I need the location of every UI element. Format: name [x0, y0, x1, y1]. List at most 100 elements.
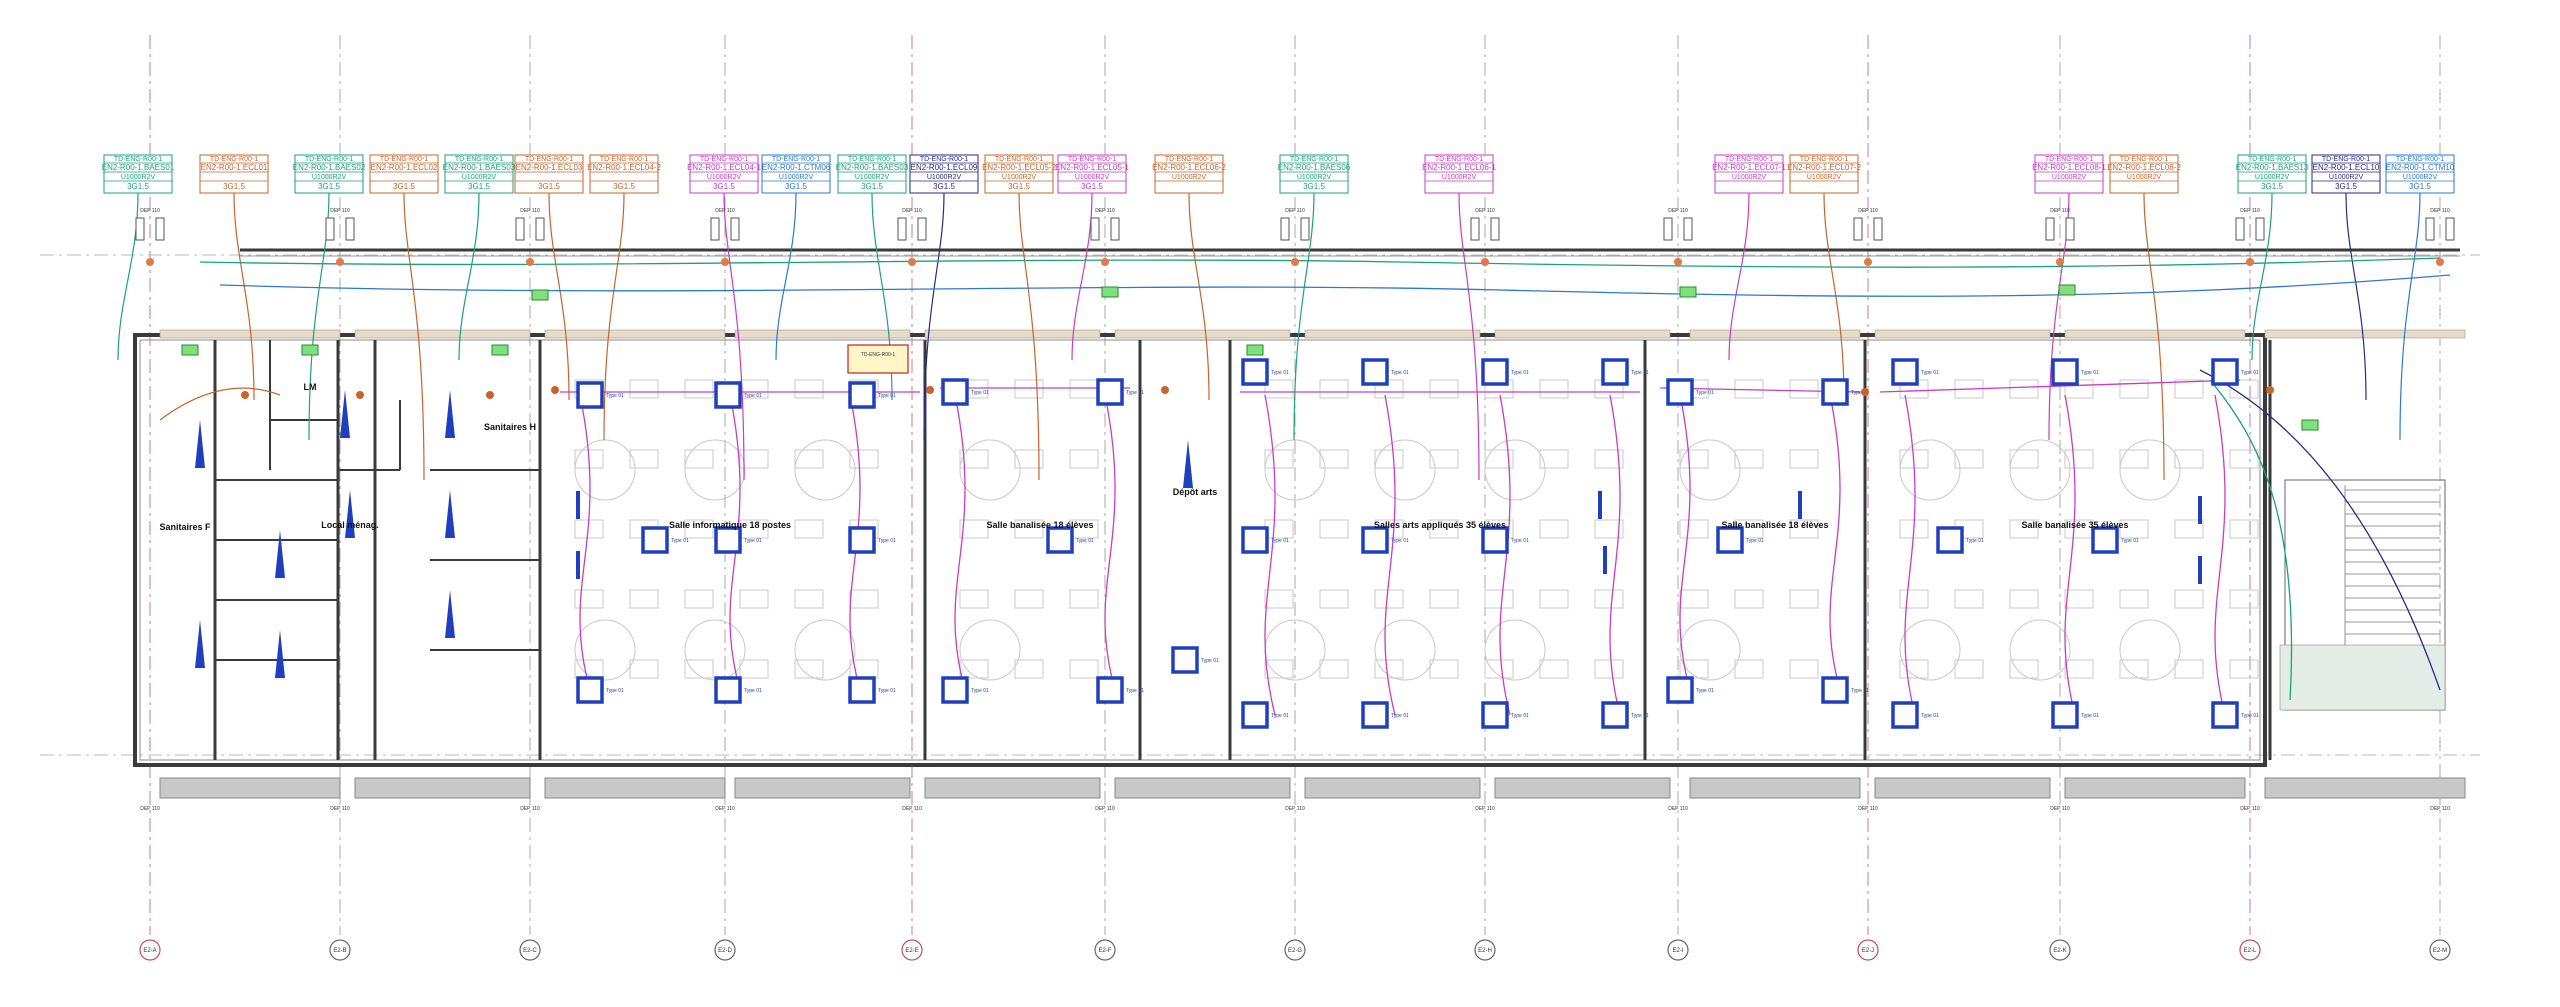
circuit-tag-title: TD-ENG-R00-1: [1435, 156, 1483, 163]
light-fixture: Type 01: [2211, 701, 2259, 729]
cable-leader: [403, 192, 425, 481]
junction-box: [2266, 386, 2274, 394]
light-fixture-body: [1361, 526, 1389, 554]
round-table: [2009, 619, 2071, 681]
circuit-tag-code: EN2-R00-1.ECL02: [371, 163, 438, 172]
light-fixture-body: [1716, 526, 1744, 554]
desk: [1264, 379, 1294, 399]
cable-leader: [233, 192, 255, 401]
emergency-light: [1101, 286, 1119, 298]
light-fixture-body: [1046, 526, 1074, 554]
depth-label: DEP 110: [520, 208, 540, 214]
circuit-tag-code: EN2-R00-1.ECL07-1: [1712, 163, 1786, 172]
circuit-tag-section: 3G1.5: [223, 182, 245, 191]
light-fixture: Type 01: [848, 381, 896, 409]
cable-leader: [458, 192, 480, 361]
round-table: [959, 439, 1021, 501]
cable-run: [2199, 369, 2441, 691]
emergency-light: [181, 344, 199, 356]
grid-label: E2-J: [1862, 948, 1874, 954]
desk: [1319, 449, 1349, 469]
column-marker: [2255, 217, 2265, 241]
grid-bubble: [139, 939, 161, 961]
light-fixture-body: [1666, 676, 1694, 704]
light-fixture: Type 01: [1936, 526, 1984, 554]
circuit-tag-code: EN2-R00-1.ECL09: [911, 163, 978, 172]
junction-marker: [1864, 258, 1872, 266]
column-marker: [917, 217, 927, 241]
column-marker: [1090, 217, 1100, 241]
downlight-beam: [195, 620, 205, 668]
desk: [629, 589, 659, 609]
light-fixture: Type 01: [1361, 526, 1409, 554]
desk: [1319, 659, 1349, 679]
fixture-type-label: Type 01: [1391, 713, 1409, 719]
column-marker: [2065, 217, 2075, 241]
desk: [2064, 449, 2094, 469]
grid-label: E2-I: [1672, 948, 1683, 954]
fixture-type-label: Type 01: [744, 393, 762, 399]
circuit-tag-box: [514, 154, 584, 194]
downlight-beam: [345, 490, 355, 538]
cable-run: [219, 274, 2451, 297]
light-fixture-body: [1666, 378, 1694, 406]
desk: [2119, 379, 2149, 399]
light-fixture: Type 01: [1601, 701, 1649, 729]
circuit-tag-title: TD-ENG-R00-1: [995, 156, 1043, 163]
circuit-tag-section: 3G1.5: [393, 182, 415, 191]
desk: [1734, 589, 1764, 609]
desk: [2009, 379, 2039, 399]
desk: [1264, 449, 1294, 469]
circuit-tag-code: EN2-R00-1.BAES03: [443, 163, 516, 172]
circuit-tag-title: TD-ENG-R00-1: [1725, 156, 1773, 163]
circuit-tag-sub: U1000R2V: [1172, 174, 1207, 181]
circuit-tag-box: [909, 154, 979, 194]
light-fixture: Type 01: [1601, 358, 1649, 386]
column-marker: [515, 217, 525, 241]
circuit-tag-code: EN2-R00-1.ECL06-2: [1152, 163, 1226, 172]
junction-box: [1161, 386, 1169, 394]
wall-light: [1798, 491, 1802, 519]
desk: [1789, 449, 1819, 469]
desk: [1429, 659, 1459, 679]
desk: [1319, 379, 1349, 399]
column-marker: [2425, 217, 2435, 241]
light-fixture-body: [1241, 526, 1269, 554]
grid-bubble: [1474, 939, 1496, 961]
desk: [1594, 519, 1624, 539]
window-pane: [1114, 777, 1291, 799]
desk: [1429, 519, 1459, 539]
round-table: [2119, 439, 2181, 501]
fixture-type-label: Type 01: [1851, 688, 1869, 694]
downlight-beam: [445, 490, 455, 538]
light-fixture: Type 01: [1096, 676, 1144, 704]
downlight-beam: [445, 390, 455, 438]
window-pane: [1494, 777, 1671, 799]
circuit-tag-box: [103, 154, 173, 194]
circuit-tag: TD-ENG-R00-1EN2-R00-1.BAES13U1000R2V3G1.…: [2236, 154, 2309, 194]
fixture-type-label: Type 01: [1511, 538, 1529, 544]
room-label: LM: [304, 382, 317, 392]
desk: [2119, 519, 2149, 539]
grid-bubble: [1284, 939, 1306, 961]
circuit-tag-code: EN2-R00-1.ECL04-2: [587, 163, 661, 172]
desk: [959, 589, 989, 609]
circuit-tag-box: [2311, 154, 2381, 194]
cable-leader: [723, 192, 745, 481]
circuit-tag-sub: U1000R2V: [2403, 174, 2438, 181]
light-fixture: Type 01: [576, 676, 624, 704]
desk: [1954, 589, 1984, 609]
window-pane: [2064, 777, 2246, 799]
circuit-tag-sub: U1000R2V: [1075, 174, 1110, 181]
light-fixture: Type 01: [1821, 676, 1869, 704]
circuit-tag-box: [1279, 154, 1349, 194]
column-marker: [730, 217, 740, 241]
circuit-tag-title: TD-ENG-R00-1: [210, 156, 258, 163]
light-fixture-body: [714, 676, 742, 704]
desk: [2229, 659, 2259, 679]
